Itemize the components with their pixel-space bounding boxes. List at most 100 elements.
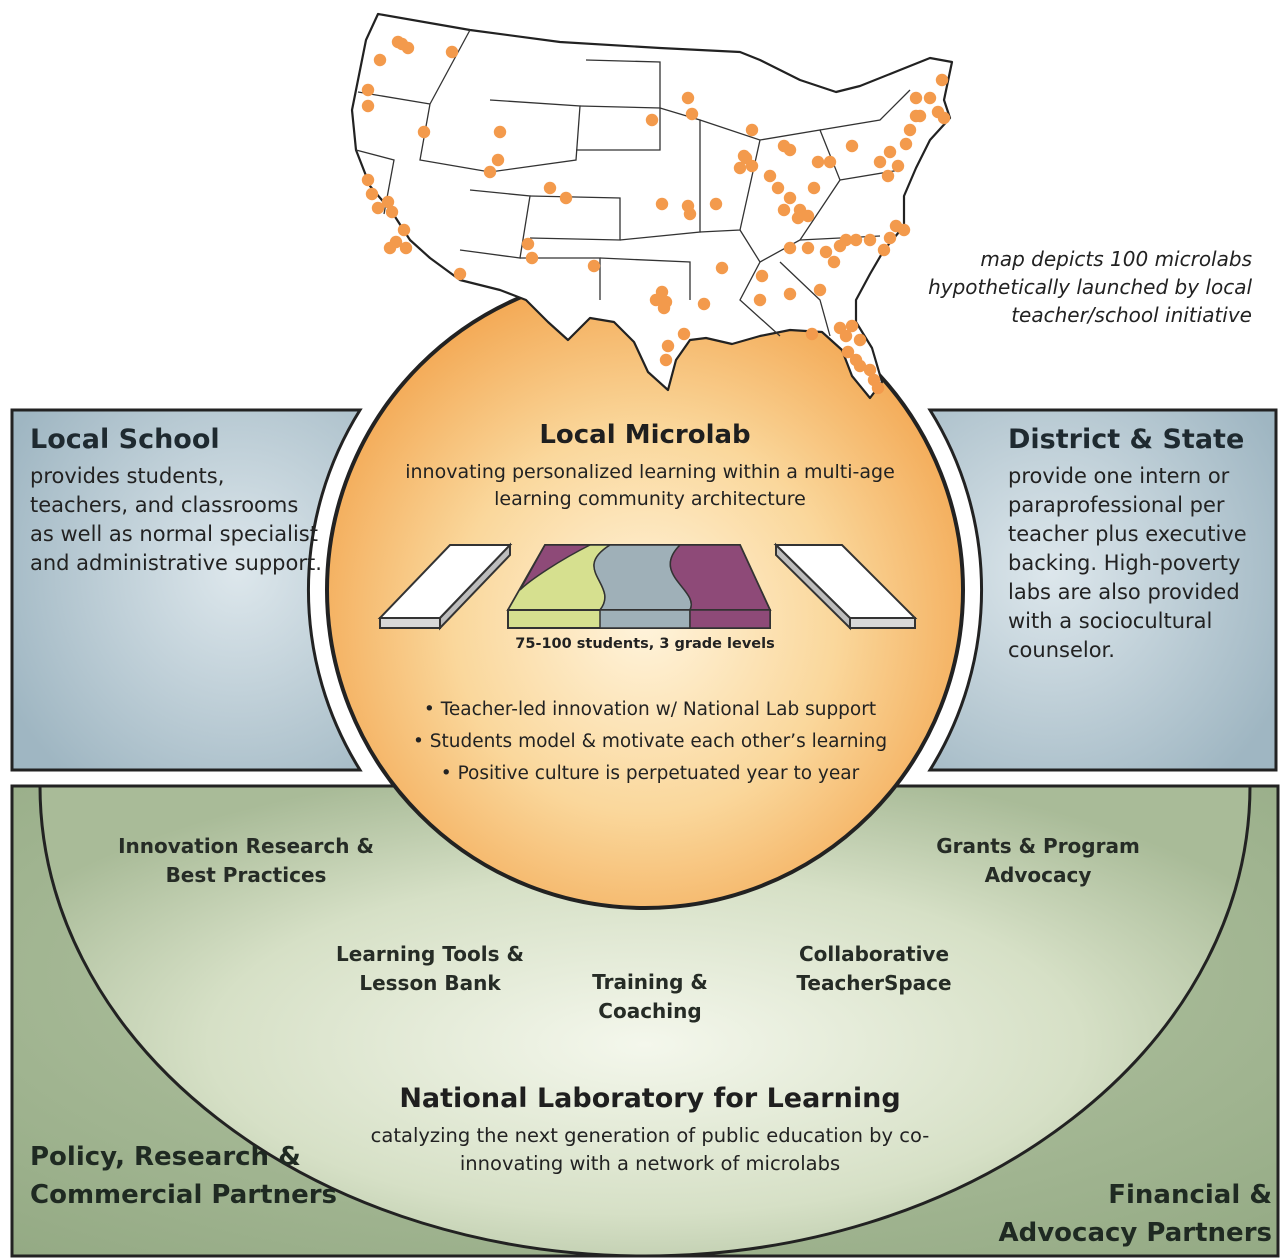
microlab-location-dot — [645, 113, 659, 127]
microlab-location-dot — [805, 327, 819, 341]
microlab-bullets: Teacher-led innovation w/ National Lab s… — [370, 694, 930, 790]
national-lab-title: National Laboratory for Learning — [399, 1083, 901, 1114]
microlab-location-dot — [745, 123, 759, 137]
microlab-location-dot — [755, 269, 769, 283]
microlab-location-dot — [937, 111, 951, 125]
microlab-location-dot — [801, 209, 815, 223]
microlab-location-dot — [521, 237, 535, 251]
microlab-location-dot — [801, 241, 815, 255]
microlab-locations — [361, 35, 951, 395]
microlab-title: Local Microlab — [539, 420, 751, 450]
microlab-location-dot — [715, 261, 729, 275]
microlab-location-dot — [913, 109, 927, 123]
microlab-location-dot — [657, 301, 671, 315]
microlab-location-dot — [883, 145, 897, 159]
services-arc-band — [38, 784, 1252, 1258]
microlab-location-dot — [401, 41, 415, 55]
microlab-location-dot — [923, 91, 937, 105]
microlab-location-dot — [811, 155, 825, 169]
microlab-location-dot — [587, 259, 601, 273]
local-school-title: Local School — [30, 424, 220, 455]
microlab-location-dot — [877, 243, 891, 257]
microlab-location-dot — [745, 159, 759, 173]
microlab-location-dot — [493, 125, 507, 139]
microlab-location-dot — [659, 353, 673, 367]
district-state-body: provide one intern or paraprofessional p… — [1008, 464, 1247, 662]
microlab-location-dot — [897, 223, 911, 237]
microlab-location-dot — [373, 53, 387, 67]
microlab-location-dot — [807, 181, 821, 195]
microlab-caption: 75-100 students, 3 grade levels — [515, 636, 775, 652]
microlab-location-dot — [361, 173, 375, 187]
microlab-location-dot — [873, 155, 887, 169]
microlab-location-dot — [655, 197, 669, 211]
microlab-location-dot — [845, 139, 859, 153]
microlab-location-dot — [483, 165, 497, 179]
microlab-location-dot — [361, 83, 375, 97]
microlab-location-dot — [827, 255, 841, 269]
local-school-body: provides students, teachers, and classro… — [30, 464, 322, 575]
map-note: map depicts 100 microlabs hypothetically… — [928, 247, 1252, 327]
district-state-title: District & State — [1008, 424, 1245, 455]
microlab-location-dot — [559, 191, 573, 205]
service-teacherspace: Collaborative TeacherSpace — [796, 942, 952, 995]
microlab-location-dot — [841, 345, 855, 359]
microlab-location-dot — [819, 245, 833, 259]
microlab-location-dot — [733, 161, 747, 175]
microlab-location-dot — [763, 169, 777, 183]
microlab-location-dot — [791, 211, 805, 225]
microlab-location-dot — [753, 293, 767, 307]
microlab-location-dot — [845, 319, 859, 333]
microlab-location-dot — [683, 207, 697, 221]
microlab-location-dot — [899, 137, 913, 151]
microlab-location-dot — [445, 45, 459, 59]
microlab-location-dot — [881, 169, 895, 183]
microlab-location-dot — [365, 187, 379, 201]
district-state-panel-bg — [927, 408, 1278, 772]
microlab-location-dot — [681, 91, 695, 105]
microlab-bullet: Teacher-led innovation w/ National Lab s… — [370, 694, 930, 726]
microlab-location-dot — [783, 143, 797, 157]
microlab-location-dot — [813, 283, 827, 297]
microlab-location-dot — [777, 203, 791, 217]
microlab-location-dot — [361, 99, 375, 113]
microlab-location-dot — [709, 197, 723, 211]
microlab-location-dot — [399, 241, 413, 255]
microlab-location-dot — [903, 123, 917, 137]
microlab-location-dot — [383, 241, 397, 255]
service-learning-tools: Learning Tools & Lesson Bank — [336, 942, 524, 995]
microlab-location-dot — [525, 251, 539, 265]
microlab-location-dot — [823, 155, 837, 169]
microlab-location-dot — [661, 339, 675, 353]
microlab-bullet: Positive culture is perpetuated year to … — [370, 758, 930, 790]
microlab-location-dot — [649, 293, 663, 307]
microlab-location-dot — [909, 91, 923, 105]
microlab-location-dot — [871, 381, 885, 395]
microlab-location-dot — [677, 327, 691, 341]
microlab-location-dot — [391, 35, 405, 49]
microlab-subtitle: innovating personalized learning within … — [405, 461, 895, 510]
left-partners: Policy, Research & Commercial Partners — [30, 1142, 338, 1210]
us-map — [350, 12, 954, 400]
microlab-location-dot — [543, 181, 557, 195]
microlab-location-dot — [397, 223, 411, 237]
microlab-location-dot — [771, 181, 785, 195]
service-training-coaching: Training & Coaching — [592, 970, 708, 1023]
microlab-location-dot — [371, 201, 385, 215]
microlab-location-dot — [883, 231, 897, 245]
microlab-location-dot — [453, 267, 467, 281]
service-grants-advocacy: Grants & Program Advocacy — [936, 834, 1140, 887]
microlab-location-dot — [783, 191, 797, 205]
microlab-location-dot — [863, 363, 877, 377]
microlab-location-dot — [833, 239, 847, 253]
learning-community-tiles — [377, 542, 918, 631]
right-partners: Financial & Advocacy Partners — [998, 1180, 1272, 1248]
microlab-location-dot — [853, 359, 867, 373]
microlab-location-dot — [849, 233, 863, 247]
national-lab-subtitle: catalyzing the next generation of public… — [370, 1124, 930, 1175]
microlab-location-dot — [863, 233, 877, 247]
microlab-location-dot — [697, 297, 711, 311]
microlab-bullet: Students model & motivate each other’s l… — [370, 726, 930, 758]
microlab-location-dot — [891, 159, 905, 173]
